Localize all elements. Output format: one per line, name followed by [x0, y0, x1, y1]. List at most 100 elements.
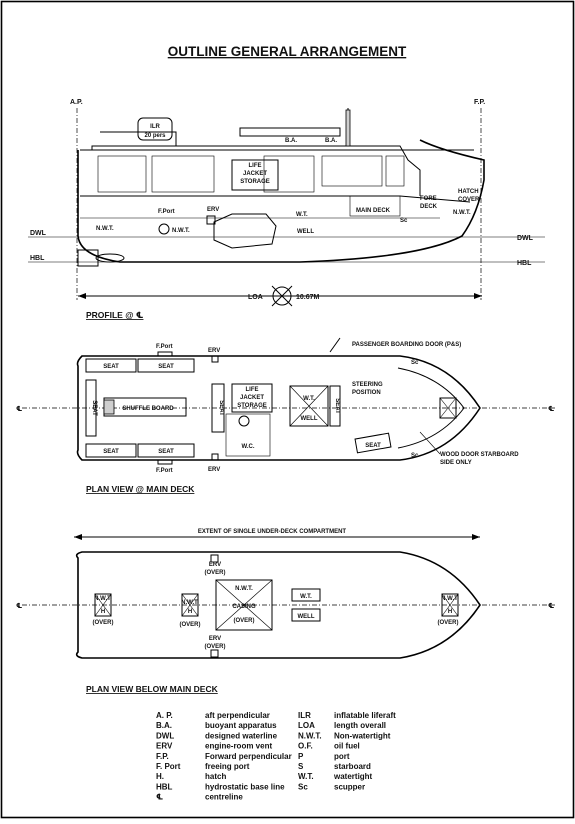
legend-abbr: ILR	[298, 711, 311, 720]
erv-over-bottom	[210, 649, 219, 658]
erv-bottom	[211, 453, 219, 461]
window-2	[151, 155, 215, 193]
legend-abbr: H.	[156, 772, 164, 781]
legend-abbr: DWL	[156, 731, 174, 740]
fport-top	[157, 351, 173, 357]
hatch-cover-label-1: HATCH	[458, 189, 479, 195]
over-aft-label: (OVER)	[93, 620, 114, 626]
lj-label-3: STORAGE	[240, 179, 270, 185]
h-aft-label: H	[101, 609, 105, 615]
legend-abbr: HBL	[156, 782, 173, 791]
below-deck-heading: PLAN VIEW BELOW MAIN DECK	[86, 684, 219, 694]
life-jacket-storage-profile	[231, 159, 279, 191]
hatch-fwd	[441, 593, 459, 617]
h-fwd-label: H	[448, 609, 452, 615]
hatch-aft	[94, 593, 112, 617]
seat-aft-label: SEAT	[91, 400, 97, 416]
seat-top-right	[137, 358, 195, 373]
legend-abbr: O.F.	[298, 742, 313, 751]
legend-text: Forward perpendicular	[205, 752, 292, 761]
well-label: WELL	[297, 229, 314, 235]
below-cl-left: ℄	[16, 602, 22, 610]
plan-lj-1: LIFE	[246, 387, 259, 393]
seat-well-label: SEAT	[334, 398, 340, 414]
dwl-left-label: DWL	[30, 230, 47, 237]
wc-label: W.C.	[242, 444, 255, 450]
below-wt-label: W.T.	[300, 594, 312, 600]
hatch-2	[181, 593, 199, 617]
erv-top-label: ERV	[208, 348, 220, 354]
window-5	[385, 155, 405, 187]
legend-text: Non-watertight	[334, 731, 391, 740]
b-a-box	[239, 127, 341, 137]
nwt-left-label: N.W.T.	[96, 226, 114, 232]
erv-over-top-label: ERV	[209, 562, 221, 568]
below-hull-outline	[75, 551, 481, 659]
ilr-pers-label: 20 pers	[144, 133, 166, 139]
legend-text: hydrostatic base line	[205, 782, 285, 791]
window-3	[263, 155, 315, 193]
seat-mid-label: SEAT	[218, 400, 224, 416]
fore-deck-label-1: FORE	[420, 196, 437, 202]
hbl-right-label: HBL	[517, 260, 532, 267]
sc-bottom-label: Sc	[411, 453, 419, 459]
legend-text: centreline	[205, 793, 243, 802]
wt-label: W.T.	[296, 212, 308, 218]
main-deck-box	[349, 195, 401, 217]
ilr-label: ILR	[150, 124, 160, 130]
wood-door-label-2: SIDE ONLY	[440, 460, 472, 466]
seat-tr-label: SEAT	[158, 364, 174, 370]
wood-door-label-1: WOOD DOOR STARBOARD	[440, 452, 519, 458]
legend-text: watertight	[333, 772, 373, 781]
plan-lj-2: JACKET	[240, 395, 264, 401]
casing-label: CASING	[232, 604, 256, 610]
plan-lj-3: STORAGE	[237, 403, 267, 409]
legend-abbr: ℄	[156, 793, 163, 802]
legend-text: buoyant apparatus	[205, 721, 277, 730]
nwt-mid-label: N.W.T.	[172, 228, 190, 234]
loa-arrow-right	[474, 293, 482, 299]
scupper-label: Sc	[400, 218, 408, 224]
seat-br-label: SEAT	[158, 449, 174, 455]
hull-outline	[77, 139, 485, 263]
engine	[213, 213, 277, 249]
legend-abbr: Sc	[298, 782, 308, 791]
legend-text: hatch	[205, 772, 226, 781]
below-well-label: WELL	[298, 614, 315, 620]
ba-label-2: B.A.	[325, 138, 337, 144]
h-2-label: H	[188, 609, 192, 615]
drawing-title: OUTLINE GENERAL ARRANGEMENT	[168, 44, 407, 59]
main-deck-line	[80, 195, 471, 203]
hatch-cover-label-2: COVER	[458, 197, 480, 203]
seat-fwd	[354, 432, 392, 454]
seat-top-left	[85, 358, 137, 373]
seat-mid	[211, 383, 225, 433]
shuffle-board-label: SHUFFLE BOARD	[122, 406, 174, 412]
erv-top	[211, 355, 219, 363]
fport-top-label: F.Port	[156, 344, 173, 350]
legend-text: aft perpendicular	[205, 711, 270, 720]
cl-right: ℄	[548, 405, 554, 413]
legend-text: port	[334, 752, 350, 761]
legend-text: inflatable liferaft	[334, 711, 396, 720]
erv-over-bottom-label-2: (OVER)	[205, 644, 226, 650]
fore-deck-label-2: DECK	[420, 204, 438, 210]
engine-casing	[215, 579, 273, 631]
erv-over-top-label-2: (OVER)	[205, 570, 226, 576]
below-deck-plan: EXTENT OF SINGLE UNDER-DECK COMPARTMENT …	[16, 529, 555, 694]
fport-bottom-label: F.Port	[156, 468, 173, 474]
boarding-door-label: PASSENGER BOARDING DOOR (P&S)	[352, 342, 461, 348]
nwt-fore-label: N.W.T.	[453, 210, 471, 216]
ba-label-1: B.A.	[285, 138, 297, 144]
erv-bottom-label: ERV	[208, 467, 220, 473]
erv-label: ERV	[207, 207, 219, 213]
extent-label: EXTENT OF SINGLE UNDER-DECK COMPARTMENT	[198, 529, 347, 535]
seat-aft	[85, 379, 97, 437]
legend-text: length overall	[334, 721, 386, 730]
midship-symbol	[272, 286, 292, 306]
